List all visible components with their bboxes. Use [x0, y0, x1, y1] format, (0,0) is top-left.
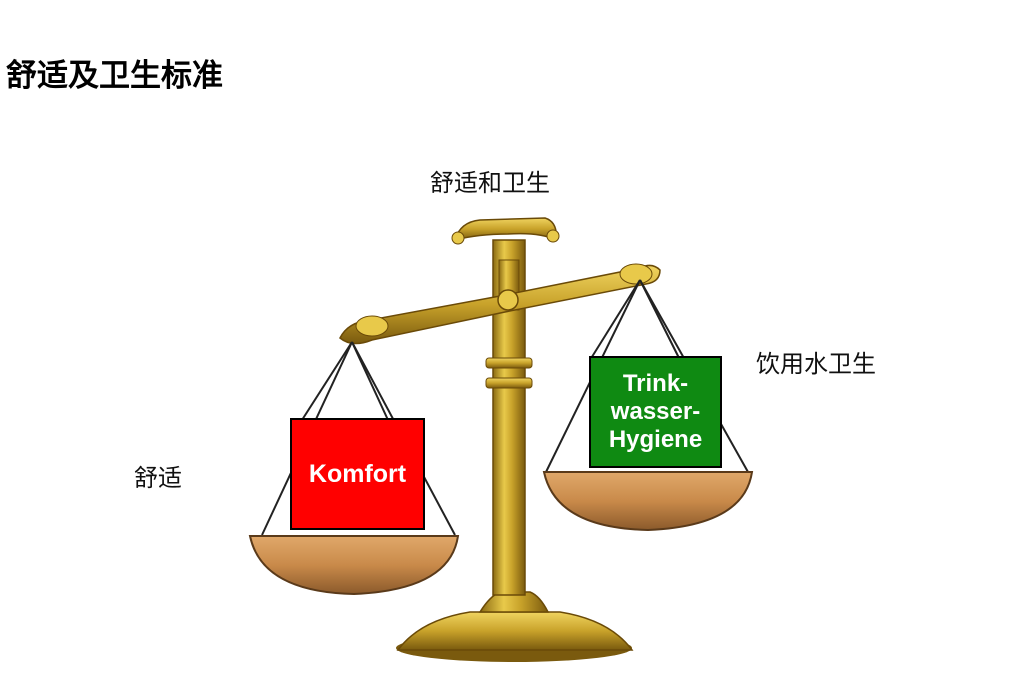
- scale-base: [396, 591, 634, 662]
- scale-beam: [339, 263, 661, 345]
- trinkwasser-hygiene-box: Trink- wasser- Hygiene: [589, 356, 722, 468]
- trink-line-1: Trink-: [622, 369, 689, 397]
- trink-line-2: wasser-: [610, 397, 701, 425]
- trink-line-3: Hygiene: [608, 426, 703, 454]
- label-comfort: 舒适: [134, 464, 182, 492]
- label-drinking-water-hygiene: 饮用水卫生: [756, 350, 876, 378]
- komfort-label: Komfort: [308, 459, 407, 488]
- page-title: 舒适及卫生标准: [6, 58, 223, 94]
- left-pan: [248, 535, 460, 596]
- label-comfort-and-hygiene: 舒适和卫生: [430, 169, 550, 197]
- komfort-box: Komfort: [290, 418, 425, 530]
- scale-top-ornament: [451, 217, 560, 245]
- right-pan: [542, 471, 754, 532]
